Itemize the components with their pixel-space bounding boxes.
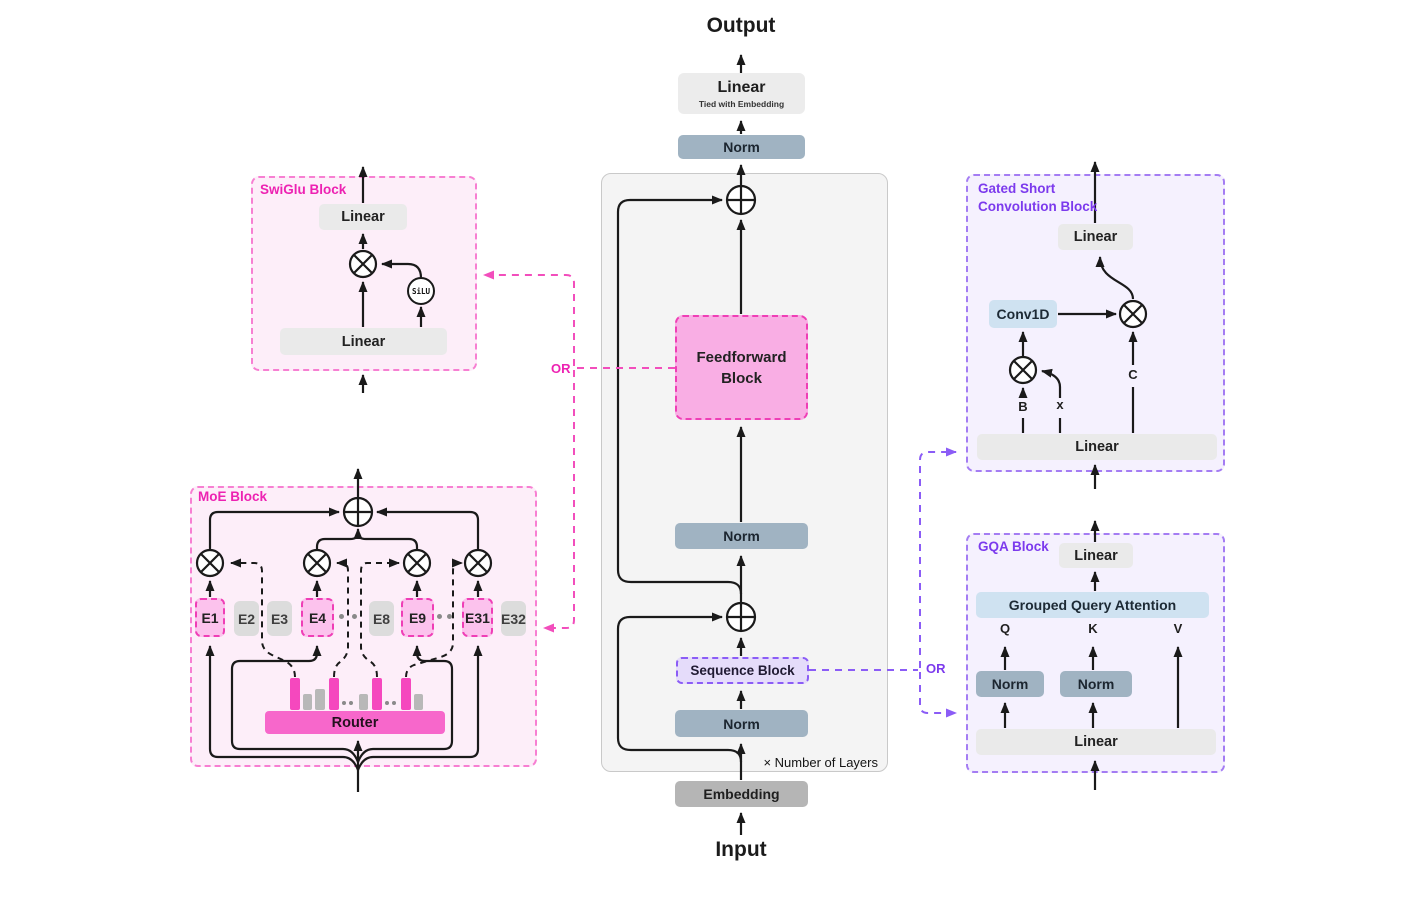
bar-ellipsis-dot [349,701,353,705]
bar-ellipsis-dot [342,701,346,705]
expert-box-e2: E2 [234,601,259,636]
norm-top-box: Norm [678,135,805,159]
expert-box-e8: E8 [369,601,394,636]
expert-box-e31: E31 [462,598,493,637]
feedforward-label-line1: Feedforward [696,348,787,366]
swiglu-block-title: SwiGlu Block [260,182,347,197]
router-score-bar [401,678,411,710]
router-score-bar [359,694,368,710]
expert-box-e1: E1 [195,598,225,637]
gqa-norm-q-box: Norm [976,671,1044,697]
ellipsis-dot [352,614,357,619]
swiglu-linear-bottom-box: Linear [280,328,447,355]
feedforward-label-line2: Block [721,369,762,387]
sequence-block-box: Sequence Block [676,657,809,684]
bar-ellipsis-dot [385,701,389,705]
input-title: Input [715,838,767,861]
expert-box-e32: E32 [501,601,526,636]
gated-conv-title-line1: Gated Short [978,181,1056,196]
norm-bottom-box: Norm [675,710,808,737]
q-label: Q [999,621,1011,636]
silu-label: SiLU [411,287,431,296]
bar-ellipsis-dot [392,701,396,705]
grouped-query-attention-box: Grouped Query Attention [976,592,1209,618]
gqa-linear-top-box: Linear [1059,543,1133,568]
ellipsis-dot [339,614,344,619]
gqa-block-title: GQA Block [978,539,1049,554]
linear-tied-box: Linear Tied with Embedding [678,73,805,114]
feedforward-block-box: Feedforward Block [675,315,808,420]
or-label-left: OR [551,361,571,376]
ellipsis-dot [447,614,452,619]
expert-box-e9: E9 [401,598,434,637]
k-label: K [1088,621,1098,636]
router-score-bar [329,678,339,710]
moe-block-title: MoE Block [198,489,268,504]
ellipsis-dot [437,614,442,619]
router-box: Router [265,711,445,734]
router-score-bar [303,694,312,710]
expert-box-e4: E4 [301,598,334,637]
conv1d-box: Conv1D [989,300,1057,328]
gqa-norm-k-box: Norm [1060,671,1132,697]
or-label-right: OR [926,661,946,676]
v-label: V [1173,621,1183,636]
gate-x-label: x [1056,397,1064,412]
gated-conv-linear-top-box: Linear [1058,224,1133,250]
router-score-bar [414,694,423,710]
expert-box-e3: E3 [267,601,292,636]
linear-tied-subtitle: Tied with Embedding [698,98,785,109]
gated-conv-title-line2: Convolution Block [978,199,1098,214]
router-score-bar [290,678,300,710]
gate-b-label: B [1018,399,1028,414]
norm-mid-box: Norm [675,523,808,549]
embedding-box: Embedding [675,781,808,807]
gqa-linear-bottom-box: Linear [976,729,1216,755]
gated-conv-linear-bottom-box: Linear [977,434,1217,460]
router-score-bar [372,678,382,710]
gate-c-label: C [1128,367,1138,382]
num-layers-note: × Number of Layers [763,755,878,770]
output-title: Output [706,14,776,37]
swiglu-linear-top-box: Linear [319,204,407,230]
router-score-bar [315,689,325,710]
linear-tied-label: Linear [717,78,766,96]
